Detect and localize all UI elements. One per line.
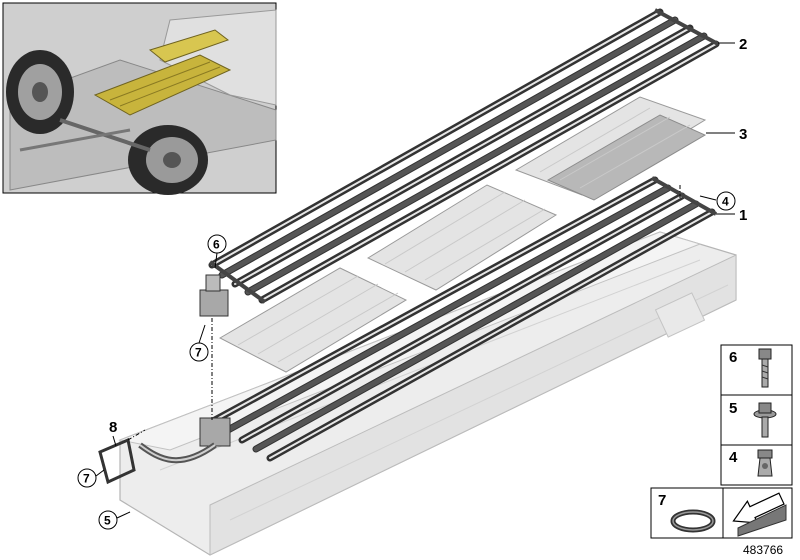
legend-6-number: 6	[729, 349, 737, 366]
flange-screw-icon	[753, 402, 777, 438]
cooling-plates	[218, 96, 707, 373]
clip-screw-icon	[757, 449, 773, 477]
callout-7-lower: 7	[83, 472, 90, 486]
upper-connector	[199, 274, 229, 317]
diagram-id: 483766	[743, 543, 783, 557]
callout-3: 3	[739, 126, 747, 143]
front-wheel	[6, 50, 74, 134]
callout-6: 6	[213, 238, 220, 252]
callout-1: 1	[739, 207, 747, 224]
callout-2: 2	[739, 36, 747, 53]
gasket	[98, 437, 136, 485]
callout-7-upper: 7	[195, 346, 202, 360]
legend-4-number: 4	[729, 449, 738, 466]
assembly-arrow-icon	[732, 492, 787, 537]
callout-8: 8	[109, 419, 117, 436]
rear-wheel	[128, 125, 208, 195]
parts-legend: 6 5 4 7	[650, 344, 793, 539]
legend-7-number: 7	[658, 492, 666, 509]
bolt-icon	[758, 348, 772, 388]
callout-4: 4	[722, 195, 729, 209]
battery-highlight	[93, 29, 232, 116]
lower-cooling-pipes	[138, 176, 717, 464]
legend-5-number: 5	[729, 400, 737, 417]
upper-cooling-pipes	[208, 8, 720, 304]
o-ring-icon	[670, 509, 716, 533]
callout-5: 5	[104, 514, 111, 528]
vehicle-inset	[2, 2, 277, 195]
